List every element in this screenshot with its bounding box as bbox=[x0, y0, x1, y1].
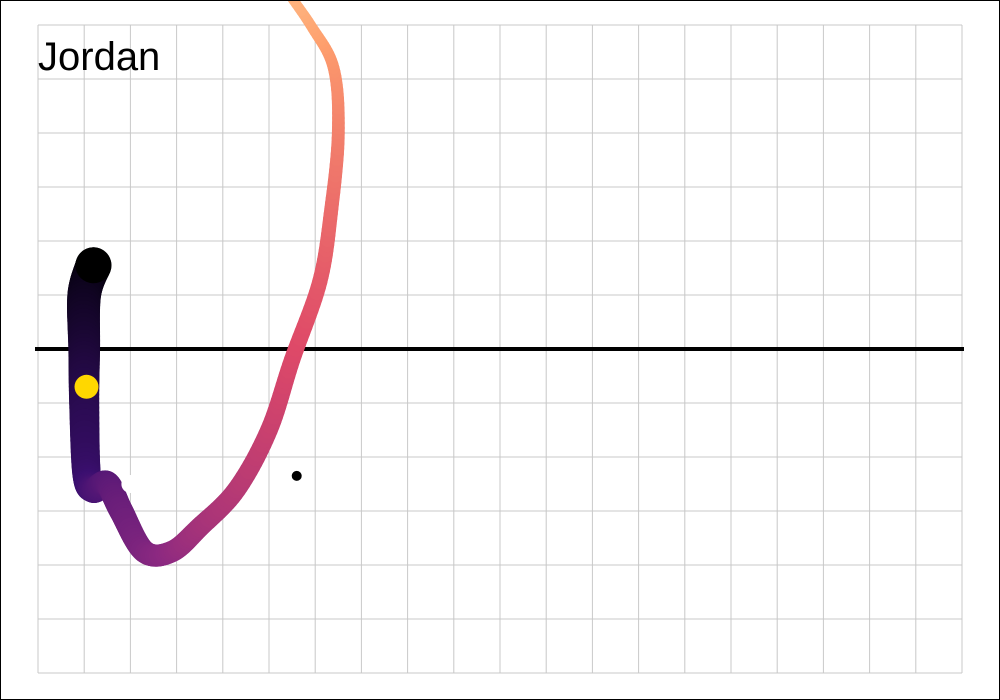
marker-small bbox=[291, 470, 302, 481]
chart-title: Jordan bbox=[38, 35, 160, 79]
markers bbox=[74, 247, 302, 493]
marker-yellow bbox=[74, 374, 99, 399]
marker-start bbox=[75, 247, 112, 284]
marker-white bbox=[121, 475, 140, 493]
trajectory bbox=[66, 1, 345, 567]
